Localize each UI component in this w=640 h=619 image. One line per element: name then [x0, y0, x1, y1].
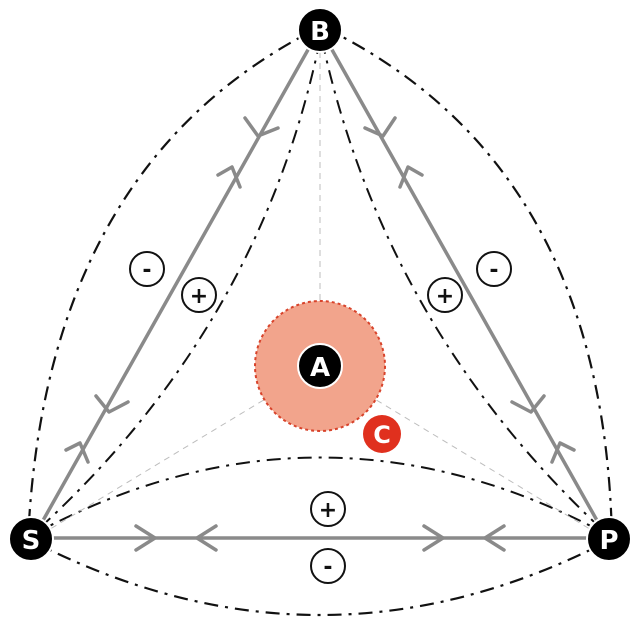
chevron-bottom-3 — [422, 524, 445, 552]
inner-curve-left — [31, 39, 321, 536]
sign-right-outer-text: - — [489, 258, 498, 283]
node-p: P — [586, 516, 632, 562]
node-b-label: B — [310, 17, 330, 47]
node-s: S — [8, 516, 54, 562]
outer-dashdot-curves — [26, 27, 614, 617]
chevron-bottom-2 — [195, 524, 218, 552]
edge-chevrons — [64, 116, 576, 552]
center-guides — [31, 32, 609, 541]
sign-markers: - + - + + - — [129, 251, 512, 584]
node-a-label: A — [310, 353, 330, 383]
edge-b-s — [30, 30, 320, 542]
chevron-left-1 — [243, 116, 280, 138]
sign-right-inner: + — [427, 277, 463, 313]
inner-curve-right — [321, 39, 609, 536]
sign-left-inner-text: + — [190, 284, 208, 309]
chevron-right-4 — [550, 441, 576, 464]
node-s-label: S — [22, 526, 41, 556]
chevron-right-3 — [510, 394, 546, 414]
sign-bottom-inner-text: + — [319, 498, 337, 523]
sign-left-outer-text: - — [142, 258, 151, 283]
node-a: A — [297, 343, 343, 389]
chevron-bottom-4 — [483, 524, 506, 552]
sign-bottom-inner: + — [310, 491, 346, 527]
chevron-left-3 — [94, 394, 130, 414]
sign-right-outer: - — [476, 251, 512, 287]
outer-curve-left — [26, 27, 319, 541]
sign-left-inner: + — [181, 277, 217, 313]
chevron-left-4 — [64, 441, 90, 464]
outer-curve-bottom — [29, 539, 611, 617]
edge-b-p — [320, 30, 610, 542]
triangle-edges — [30, 30, 610, 542]
sign-bottom-outer: - — [310, 548, 346, 584]
node-b: B — [297, 7, 343, 53]
node-c-label: C — [373, 421, 391, 449]
chevron-bottom-1 — [134, 524, 157, 552]
sign-left-outer: - — [129, 251, 165, 287]
sign-right-inner-text: + — [436, 284, 454, 309]
sign-bottom-outer-text: - — [323, 555, 332, 580]
inner-dashdot-curves — [31, 39, 609, 536]
node-c-badge: C — [363, 415, 401, 453]
chevron-right-1 — [363, 116, 397, 138]
inner-curve-bottom — [31, 456, 609, 536]
outer-curve-right — [324, 27, 614, 541]
node-p-label: P — [599, 526, 618, 556]
chevron-left-2 — [216, 165, 242, 189]
chevron-right-2 — [398, 165, 424, 189]
